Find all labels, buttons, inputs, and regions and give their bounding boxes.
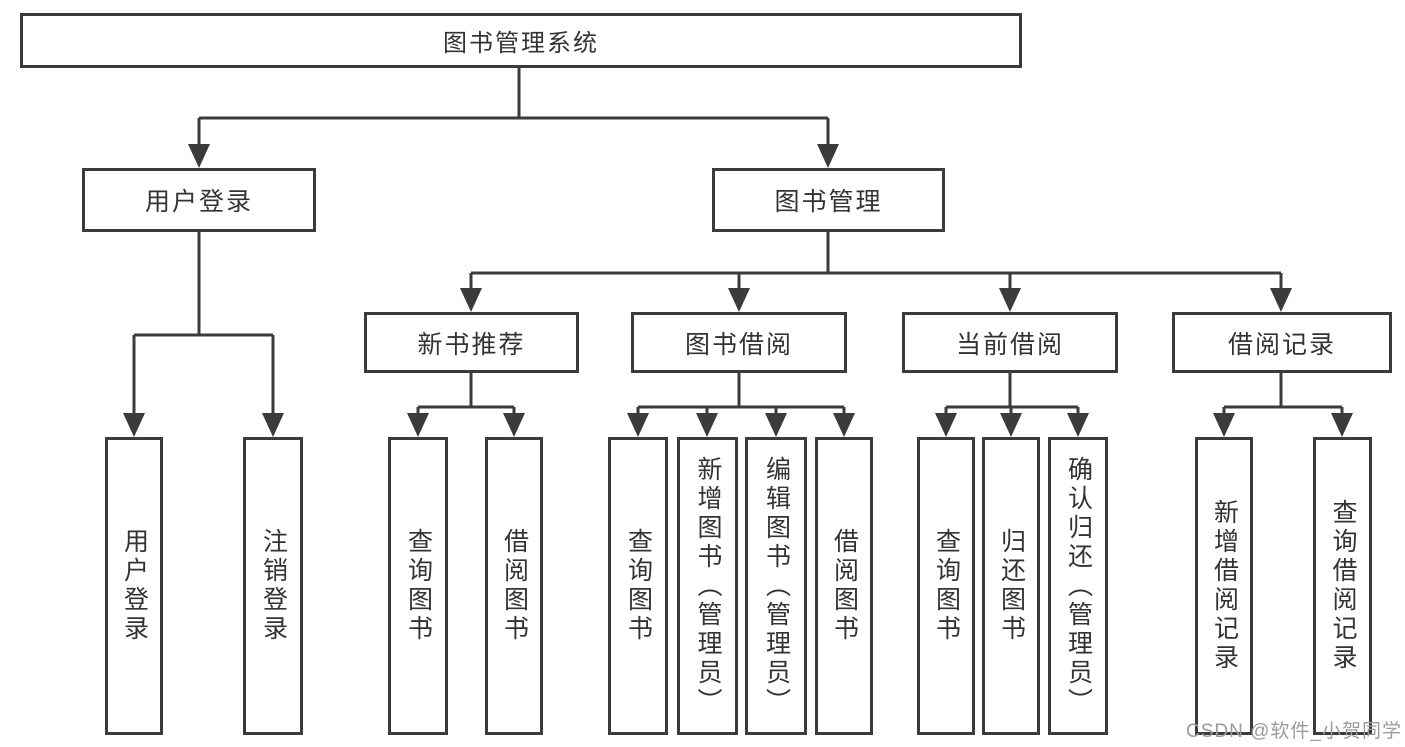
node-new-book-recommend-label: 新书推荐 (417, 330, 526, 359)
leaf-borrow-books-2: 借阅图书 (815, 437, 873, 735)
leaf-query-books-2: 查询图书 (608, 437, 668, 735)
node-book-management-label: 图书管理 (774, 188, 883, 216)
node-borrow-records: 借阅记录 (1172, 312, 1392, 373)
arrowhead-icon (407, 413, 429, 437)
node-root-label: 图书管理系统 (443, 30, 599, 57)
connector-current-borrow-children (935, 373, 1089, 437)
arrowhead-icon (765, 413, 787, 437)
leaf-user-login: 用户登录 (105, 437, 163, 735)
connector-book-borrow-children (627, 373, 855, 437)
leaf-query-borrow-record: 查询借阅记录 (1313, 437, 1372, 735)
arrowhead-icon (1331, 413, 1353, 437)
node-book-borrow: 图书借阅 (631, 312, 847, 373)
leaf-borrow-books-1: 借阅图书 (485, 437, 543, 735)
arrowhead-icon (1067, 413, 1089, 437)
arrowhead-icon (935, 413, 957, 437)
arrowhead-icon (1000, 413, 1022, 437)
leaf-query-books-3: 查询图书 (917, 437, 975, 735)
leaf-edit-book-admin: 编辑图书（管理员） (745, 437, 807, 735)
leaf-confirm-return-admin-label: 确认归还（管理员） (1064, 455, 1093, 717)
arrowhead-icon (262, 413, 284, 437)
leaf-query-books-1: 查询图书 (388, 437, 448, 735)
arrowhead-icon (627, 413, 649, 437)
node-user-login: 用户登录 (82, 168, 316, 232)
connector-new-book-children (407, 373, 525, 437)
leaf-add-borrow-record: 新增借阅记录 (1195, 437, 1253, 735)
leaf-logout-login-label: 注销登录 (259, 528, 288, 644)
arrowhead-icon (123, 413, 145, 437)
arrowhead-icon (833, 413, 855, 437)
leaf-add-borrow-record-label: 新增借阅记录 (1210, 499, 1239, 673)
csdn-watermark: CSDN @软件_小贺同学 (1186, 721, 1402, 742)
arrowhead-icon (460, 288, 482, 312)
node-borrow-records-label: 借阅记录 (1227, 330, 1336, 359)
node-user-login-label: 用户登录 (144, 188, 253, 216)
arrowhead-icon (817, 144, 839, 168)
leaf-logout-login: 注销登录 (243, 437, 303, 735)
leaf-return-book: 归还图书 (982, 437, 1040, 735)
leaf-edit-book-admin-label: 编辑图书（管理员） (762, 455, 791, 717)
leaf-borrow-books-2-label: 借阅图书 (830, 528, 859, 644)
leaf-confirm-return-admin: 确认归还（管理员） (1048, 437, 1108, 735)
node-root: 图书管理系统 (20, 13, 1022, 68)
arrowhead-icon (728, 288, 750, 312)
leaf-query-books-3-label: 查询图书 (932, 528, 961, 644)
connector-user-login-children (123, 232, 284, 437)
arrowhead-icon (1213, 413, 1235, 437)
leaf-add-book-admin-label: 新增图书（管理员） (694, 455, 722, 717)
leaf-add-book-admin: 新增图书（管理员） (677, 437, 738, 735)
leaf-query-books-1-label: 查询图书 (404, 528, 433, 644)
leaf-borrow-books-1-label: 借阅图书 (500, 528, 529, 644)
node-new-book-recommend: 新书推荐 (364, 312, 579, 373)
arrowhead-icon (188, 144, 210, 168)
node-current-borrow: 当前借阅 (902, 312, 1118, 373)
node-book-borrow-label: 图书借阅 (684, 330, 793, 359)
connector-borrow-records-children (1213, 373, 1353, 437)
arrowhead-icon (1270, 288, 1292, 312)
connector-book-management-children (460, 232, 1292, 312)
node-current-borrow-label: 当前借阅 (955, 330, 1064, 359)
arrowhead-icon (503, 413, 525, 437)
leaf-query-books-2-label: 查询图书 (624, 528, 653, 644)
arrowhead-icon (999, 288, 1021, 312)
node-book-management: 图书管理 (712, 168, 945, 232)
leaf-return-book-label: 归还图书 (997, 528, 1026, 644)
connector-root-to-level2 (188, 68, 839, 168)
leaf-user-login-label: 用户登录 (120, 528, 149, 644)
leaf-query-borrow-record-label: 查询借阅记录 (1329, 499, 1357, 673)
arrowhead-icon (696, 413, 718, 437)
